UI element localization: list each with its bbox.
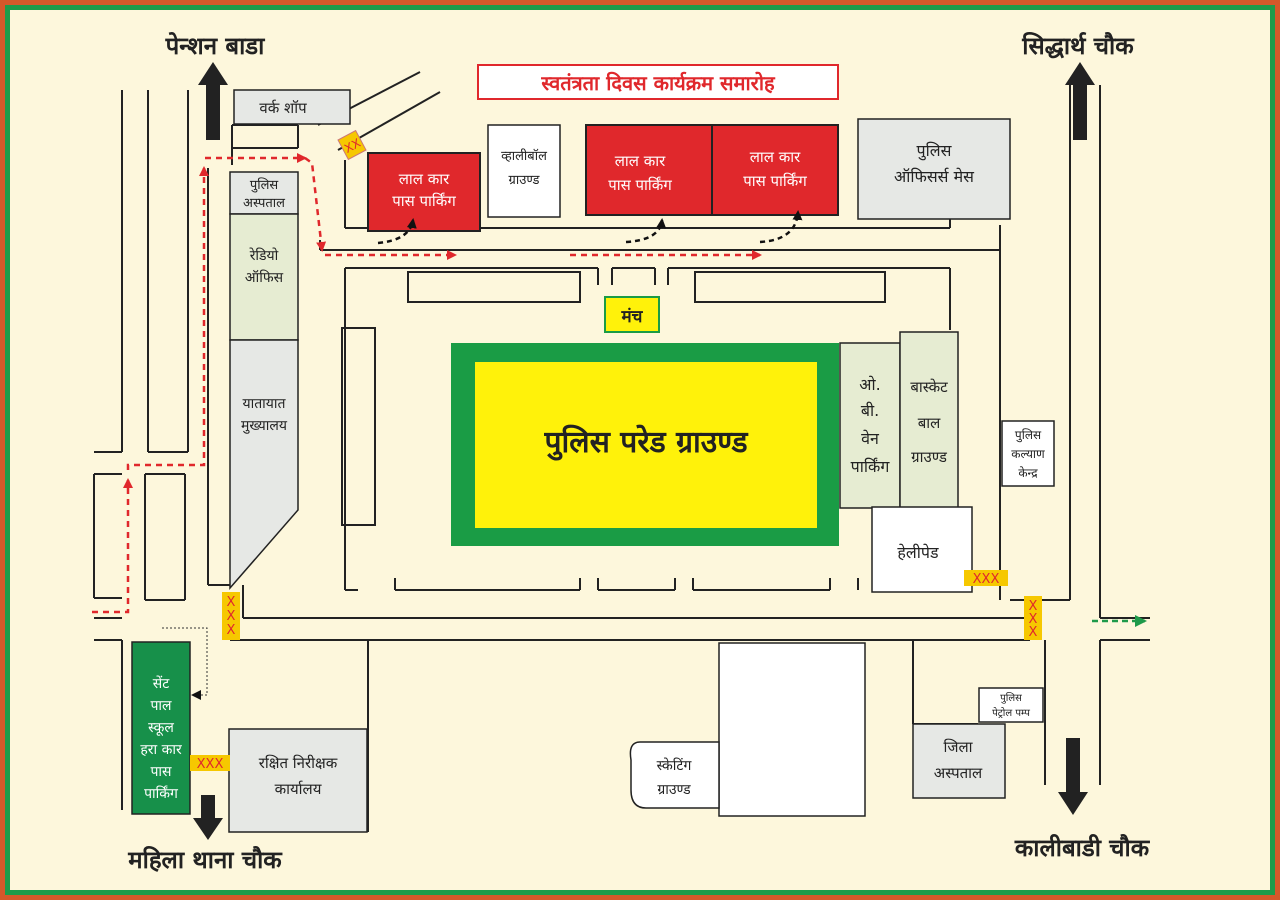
north-arrow-left-icon [198,62,228,140]
st-paul-label-6: पार्किंग [144,785,179,802]
petrol-pump-label-2: पेट्रोल पम्प [992,707,1030,719]
district-hospital-label-1: जिला [943,738,973,756]
stage [604,296,660,333]
welfare-label-3: केन्द्र [1018,466,1038,480]
petrol-pump-label-1: पुलिस [1000,692,1022,704]
svg-text:XX: XX [342,136,363,156]
police-petrol-pump [978,687,1044,723]
ob-van-parking [839,342,901,509]
title-box [477,64,839,100]
red-parking-2-label-2: पास पार्किंग [608,176,672,194]
skating-ground [629,741,720,809]
ob-van-label-3: वेन [861,429,880,448]
barricade-st-paul: XXX [190,755,230,772]
helipad-label: हेलीपेड [897,543,939,562]
volleyball-label-1: व्हालीबॉल [501,148,547,164]
traffic-hq-label-2: मुख्यालय [241,418,288,434]
event-title: स्वतंत्रता दिवस कार्यक्रम समारोह [540,71,776,95]
skating-label-1: स्केटिंग [657,757,693,774]
parade-ground-label: पुलिस परेड ग्राउण्ड [543,424,748,461]
direction-top-right: सिद्धार्थ चौक [1021,32,1135,60]
barricade-left-vertical: X X X [222,592,240,640]
red-parking-1 [367,152,481,232]
welfare-label-1: पुलिस [1015,428,1042,443]
svg-text:XXX: XXX [197,757,224,772]
black-parking-arrows [377,210,803,245]
volleyball-label-2: ग्राउण्ड [509,173,541,188]
red-parking-2-label-1: लाल कार [615,152,666,170]
district-hospital-label-2: अस्पताल [934,764,983,782]
direction-bottom-right: कालीबाडी चौक [1014,834,1151,862]
svg-text:X: X [1029,612,1038,627]
workshop-label: वर्क शॉप [259,99,307,117]
large-block-building [718,642,866,817]
enclosure-bar-left [341,327,376,526]
north-arrow-right-icon [1065,62,1095,140]
direction-bottom-left: महिला थाना चौक [127,846,283,874]
svg-text:XXX: XXX [973,572,1000,587]
basketball-label-3: ग्राउण्ड [911,448,948,466]
svg-text:X: X [1029,599,1038,614]
south-arrow-right-icon [1058,738,1088,815]
ob-van-label-1: ओ. [859,375,880,394]
red-route [92,153,762,614]
radio-office-building [229,213,299,341]
reserve-inspector-office [228,728,368,833]
skating-label-2: ग्राउण्ड [657,782,691,798]
radio-office-label-1: रेडियो [249,247,278,264]
svg-text:X: X [1029,625,1038,640]
reserve-inspector-label-1: रक्षित निरीक्षक [259,754,338,772]
police-welfare-building [1001,420,1055,487]
st-paul-label-3: स्कूल [148,720,174,736]
enclosure-bar-top-right [694,271,886,303]
helipad [871,506,973,593]
red-parking-1-label-1: लाल कार [399,170,450,188]
st-paul-label-2: पाल [150,698,172,714]
parade-ground [475,362,817,528]
reserve-inspector-label-2: कार्यालय [275,780,322,798]
barricade-right-vertical: X X X [1024,596,1042,640]
enclosure-bar-top-left [407,271,581,303]
st-paul-green-parking [131,641,191,815]
volleyball-ground [487,124,561,218]
officers-mess-label-2: ऑफिसर्स मेस [894,167,975,186]
st-paul-label-5: पास [150,764,172,780]
basketball-label-1: बास्केट [910,378,948,396]
basketball-ground [899,331,959,509]
barricade-top: XX [337,129,367,161]
district-hospital-building [912,723,1006,799]
st-paul-label-4: हरा कार [140,742,182,758]
red-parking-1-label-2: पास पार्किंग [392,192,456,210]
stage-label: मंच [621,307,644,327]
direction-top-left: पेन्शन बाडा [165,32,265,60]
ob-van-label-2: बी. [861,401,879,420]
officers-mess-label-1: पुलिस [917,141,953,161]
svg-text:X: X [227,595,236,610]
road-lines [93,71,1150,832]
welfare-label-2: कल्याण [1011,447,1045,461]
red-parking-3-label-1: लाल कार [750,148,801,166]
st-paul-label-1: सेंट [153,675,170,692]
radio-office-label-2: ऑफिस [245,269,284,286]
svg-text:X: X [227,623,236,638]
red-parking-3-label-2: पास पार्किंग [743,172,807,190]
police-hospital-label-2: अस्पताल [243,196,285,211]
basketball-label-2: बाल [918,414,941,432]
traffic-hq-label-1: यातायात [242,396,286,412]
workshop-building [233,89,351,125]
south-arrow-left-icon [193,795,223,840]
officers-mess-building [857,118,1011,220]
red-parking-3 [711,124,839,216]
ob-van-label-4: पार्किंग [851,457,891,476]
svg-text:X: X [227,609,236,624]
traffic-hq-building [229,339,299,591]
red-parking-2 [585,124,713,216]
barricade-helipad: XXX [964,570,1008,587]
police-hospital-label-1: पुलिस [250,177,279,193]
